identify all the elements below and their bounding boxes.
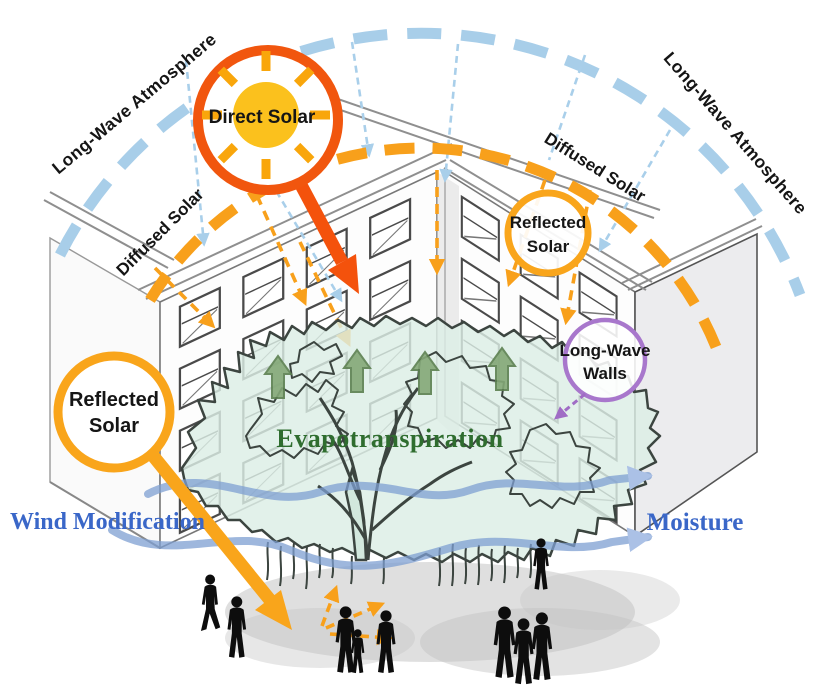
reflected-solar-right-label-1: Reflected [510,213,587,232]
tree-foliage-fringe [266,541,533,590]
right-wing-end-wall [634,232,758,538]
long-wave-walls-badge: Long-Wave Walls [553,317,651,420]
reflected-solar-left-label-2: Solar [89,415,139,437]
wind-modification-label: Wind Modification [10,509,205,535]
long-wave-walls-arrow-icon [553,392,586,420]
sun-icon [202,51,330,179]
moisture-label: Moisture [647,509,744,536]
diffused-solar-left-label: Diffused Solar [113,184,208,279]
sky-radiation-layer: Direct Solar [55,27,806,354]
direct-solar-badge: Direct Solar [193,45,343,195]
tree-icon [180,314,662,590]
diffused-solar-arc [145,142,724,354]
reflected-solar-arrow-icon [144,447,292,630]
evapotranspiration-label: Evapotranspiration [276,424,503,453]
tree-branches [317,387,473,561]
reflected-solar-right-badge: Reflected Solar [504,189,592,277]
reflected-solar-left-badge: Reflected Solar [53,351,175,473]
direct-solar-label: Direct Solar [209,107,316,128]
left-wing-base-line [49,481,161,549]
long-wave-walls-label-2: Walls [583,364,627,383]
reflected-solar-right-label-2: Solar [527,237,570,256]
long-wave-walls-label-1: Long-Wave [560,341,651,360]
reflected-solar-left-label-1: Reflected [69,389,159,411]
